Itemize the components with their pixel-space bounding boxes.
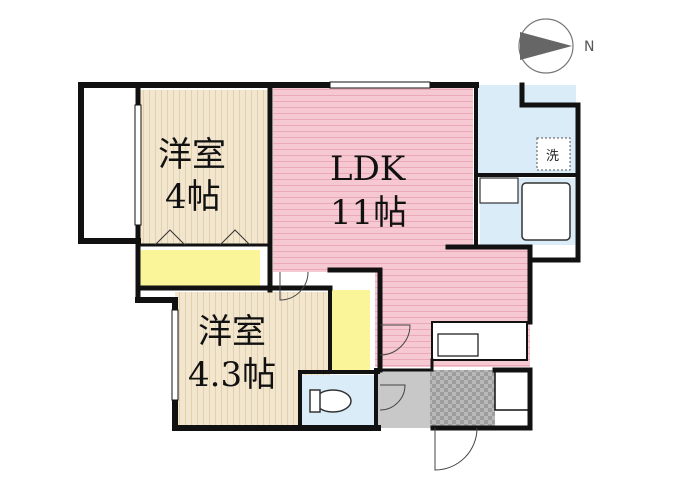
closet-2 — [332, 290, 370, 370]
north-arrow-icon — [520, 32, 572, 60]
window-ldk — [329, 81, 431, 89]
western-room-1-name: 洋室 — [158, 135, 226, 175]
balcony — [81, 85, 138, 241]
washstand-icon — [479, 177, 519, 204]
doors — [154, 229, 478, 471]
closet-1 — [140, 250, 260, 286]
washer-label: 洗 — [546, 149, 559, 164]
toilet-tank-icon — [309, 389, 321, 413]
western-room-1-floor — [138, 90, 270, 245]
washer-space — [536, 137, 571, 171]
ldk-size: 11帖 — [330, 193, 407, 233]
ldk-floor — [273, 87, 473, 272]
western-room-2-size: 4.3帖 — [188, 355, 276, 395]
western-room-1-size: 4帖 — [165, 177, 221, 217]
shoe-box — [494, 369, 531, 411]
compass: N — [518, 18, 594, 74]
window-room1 — [134, 104, 142, 226]
bathtub-icon — [521, 182, 571, 241]
window-room2 — [171, 309, 179, 401]
sink-icon — [437, 333, 479, 357]
western-room-2-name: 洋室 — [198, 312, 266, 352]
entrance-tile — [430, 370, 495, 428]
ldk-name: LDK — [330, 149, 406, 189]
north-label: N — [584, 39, 594, 55]
entrance-hall — [378, 370, 433, 428]
